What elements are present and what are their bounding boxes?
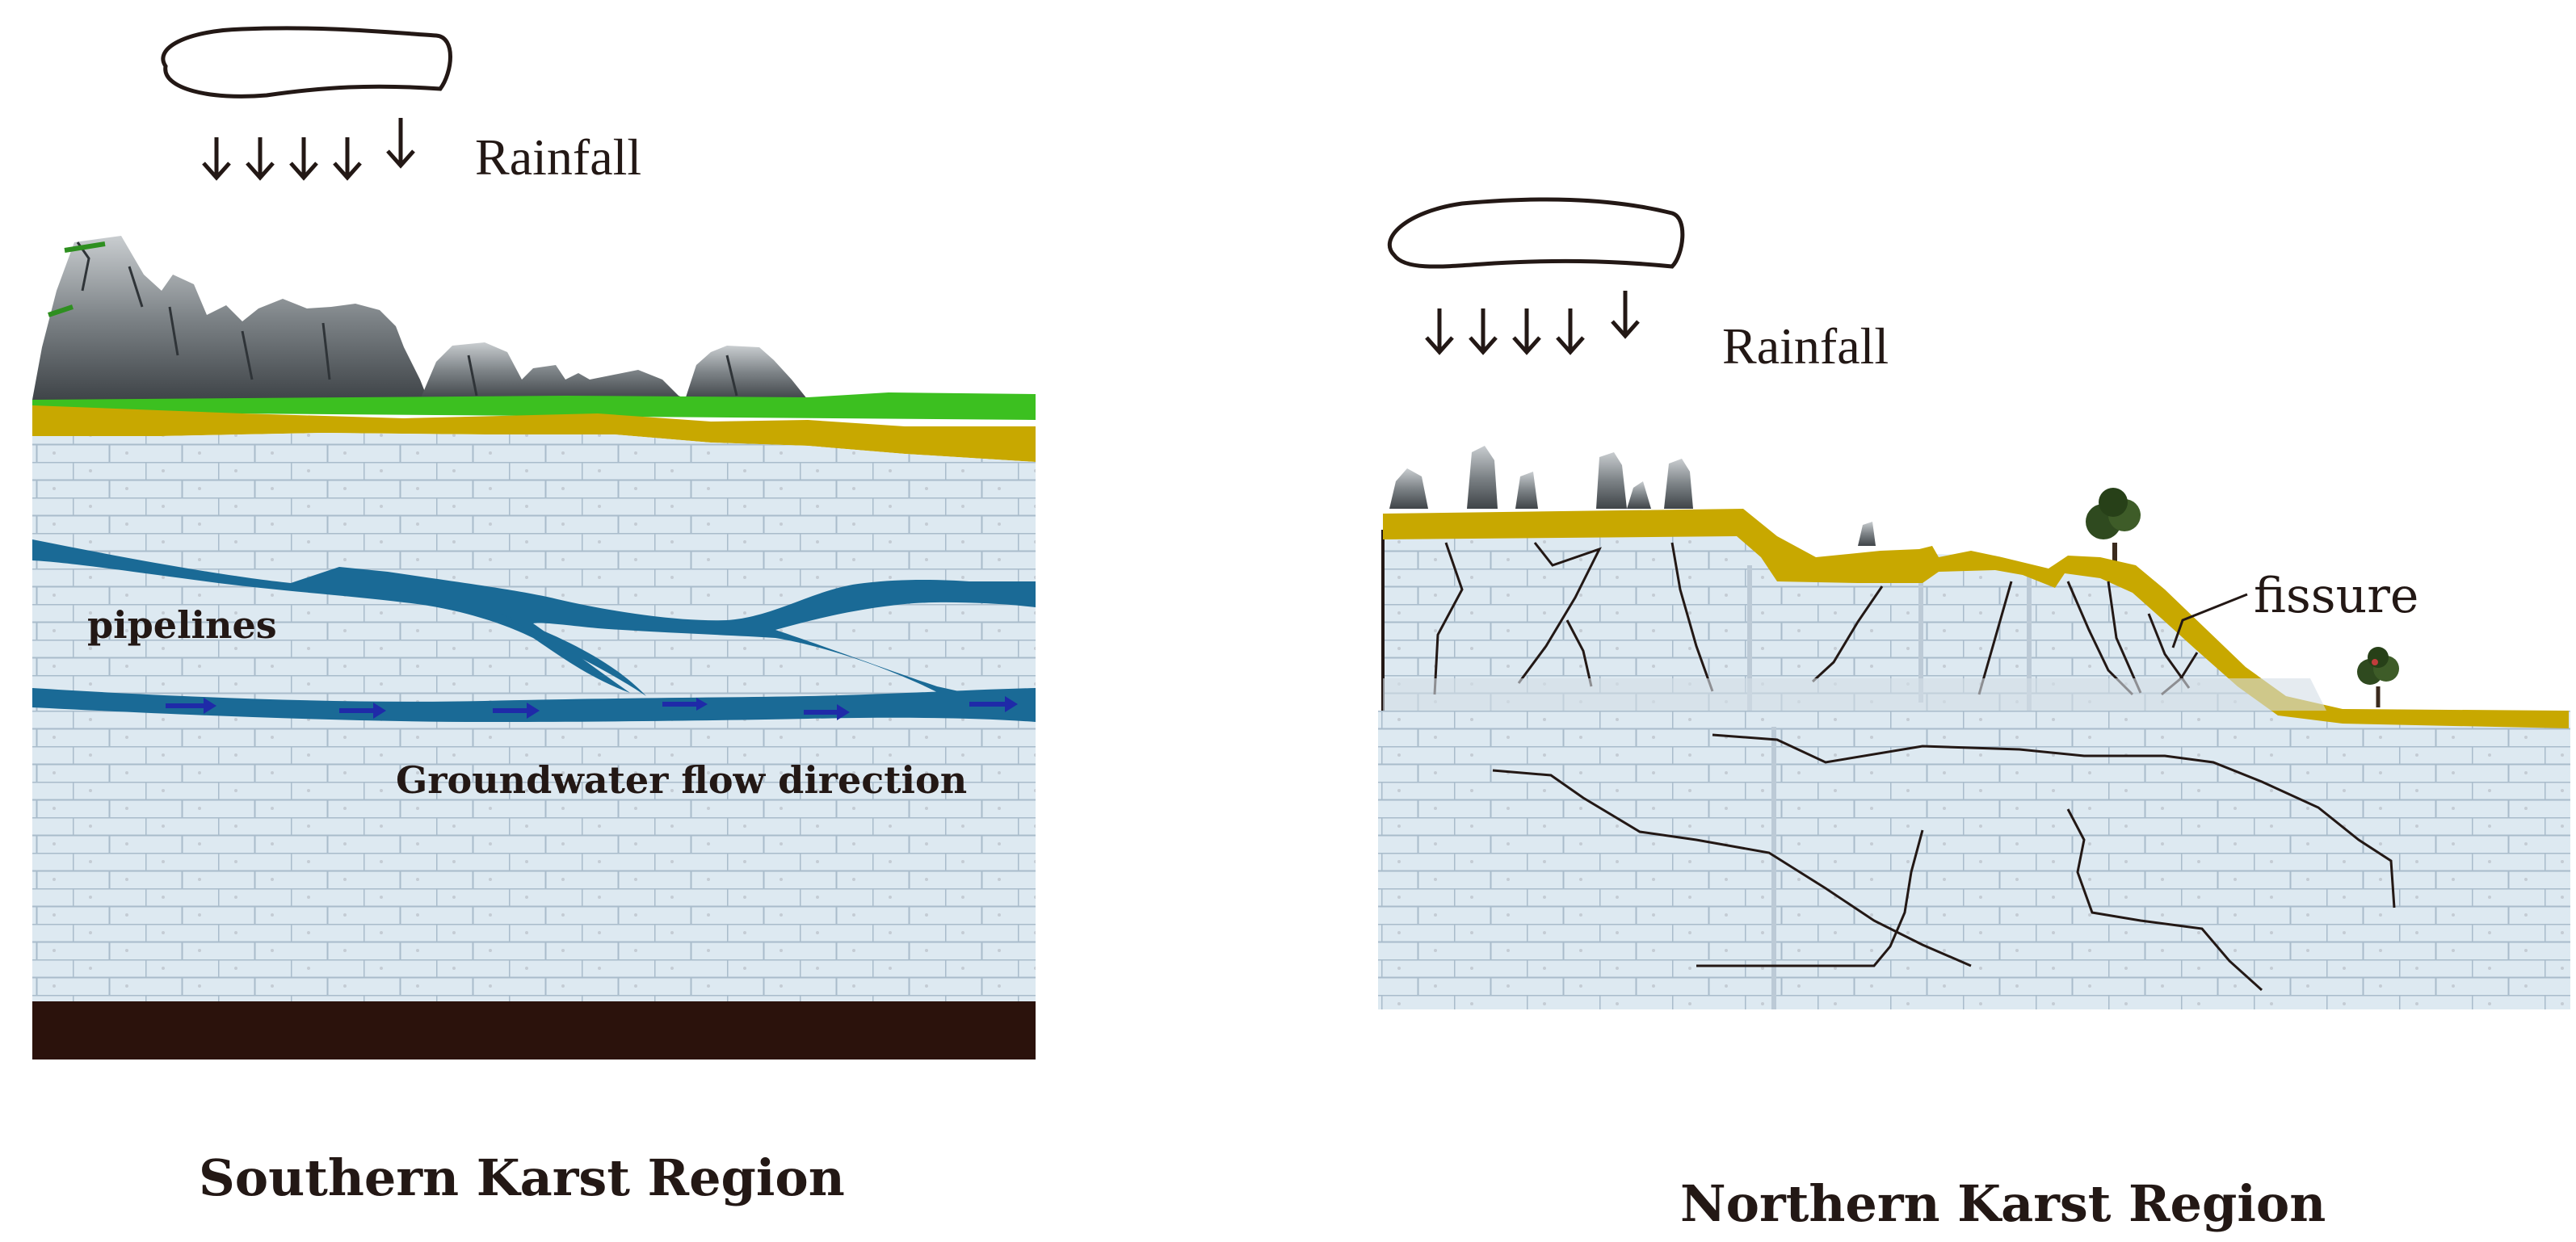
south-conduit-pipelines — [32, 539, 1036, 722]
south-karst-pinnacles — [32, 236, 808, 400]
north-karst-pinnacles — [1389, 446, 1876, 546]
north-cloud-icon — [1388, 197, 1685, 269]
north-rain-arrows-icon — [1425, 291, 1640, 355]
south-rain-arrows-icon — [202, 118, 415, 181]
north-fissure-label: fissure — [2254, 568, 2418, 624]
south-pipelines-label: pipelines — [87, 603, 277, 647]
south-flow-direction-label: Groundwater flow direction — [396, 758, 967, 802]
north-rubble-zone — [1383, 678, 2326, 711]
north-fissure-pointer — [2171, 593, 2248, 648]
north-tree-icon — [2086, 488, 2399, 707]
south-grass — [32, 392, 1036, 420]
north-region-title: Northern Karst Region — [1680, 1174, 2326, 1233]
south-soil-layer — [32, 405, 1036, 462]
northern-karst-panel: Rainfall — [1378, 197, 2570, 1233]
south-rainfall-label: Rainfall — [475, 128, 641, 186]
south-cloud-icon — [161, 26, 452, 99]
north-soil-layer — [1383, 509, 2569, 728]
south-flow-arrows-icon — [166, 696, 1018, 720]
north-upper-limestone — [1383, 525, 2569, 727]
south-region-title: Southern Karst Region — [199, 1148, 845, 1207]
south-dark-basement — [32, 1001, 1036, 1059]
north-fissures-lower — [1492, 733, 2396, 992]
north-fissures-upper — [1433, 542, 2199, 696]
north-rainfall-label: Rainfall — [1722, 317, 1889, 375]
southern-karst-panel: Rainfall pipeli — [32, 26, 1036, 1207]
north-lower-limestone — [1378, 711, 2570, 1009]
